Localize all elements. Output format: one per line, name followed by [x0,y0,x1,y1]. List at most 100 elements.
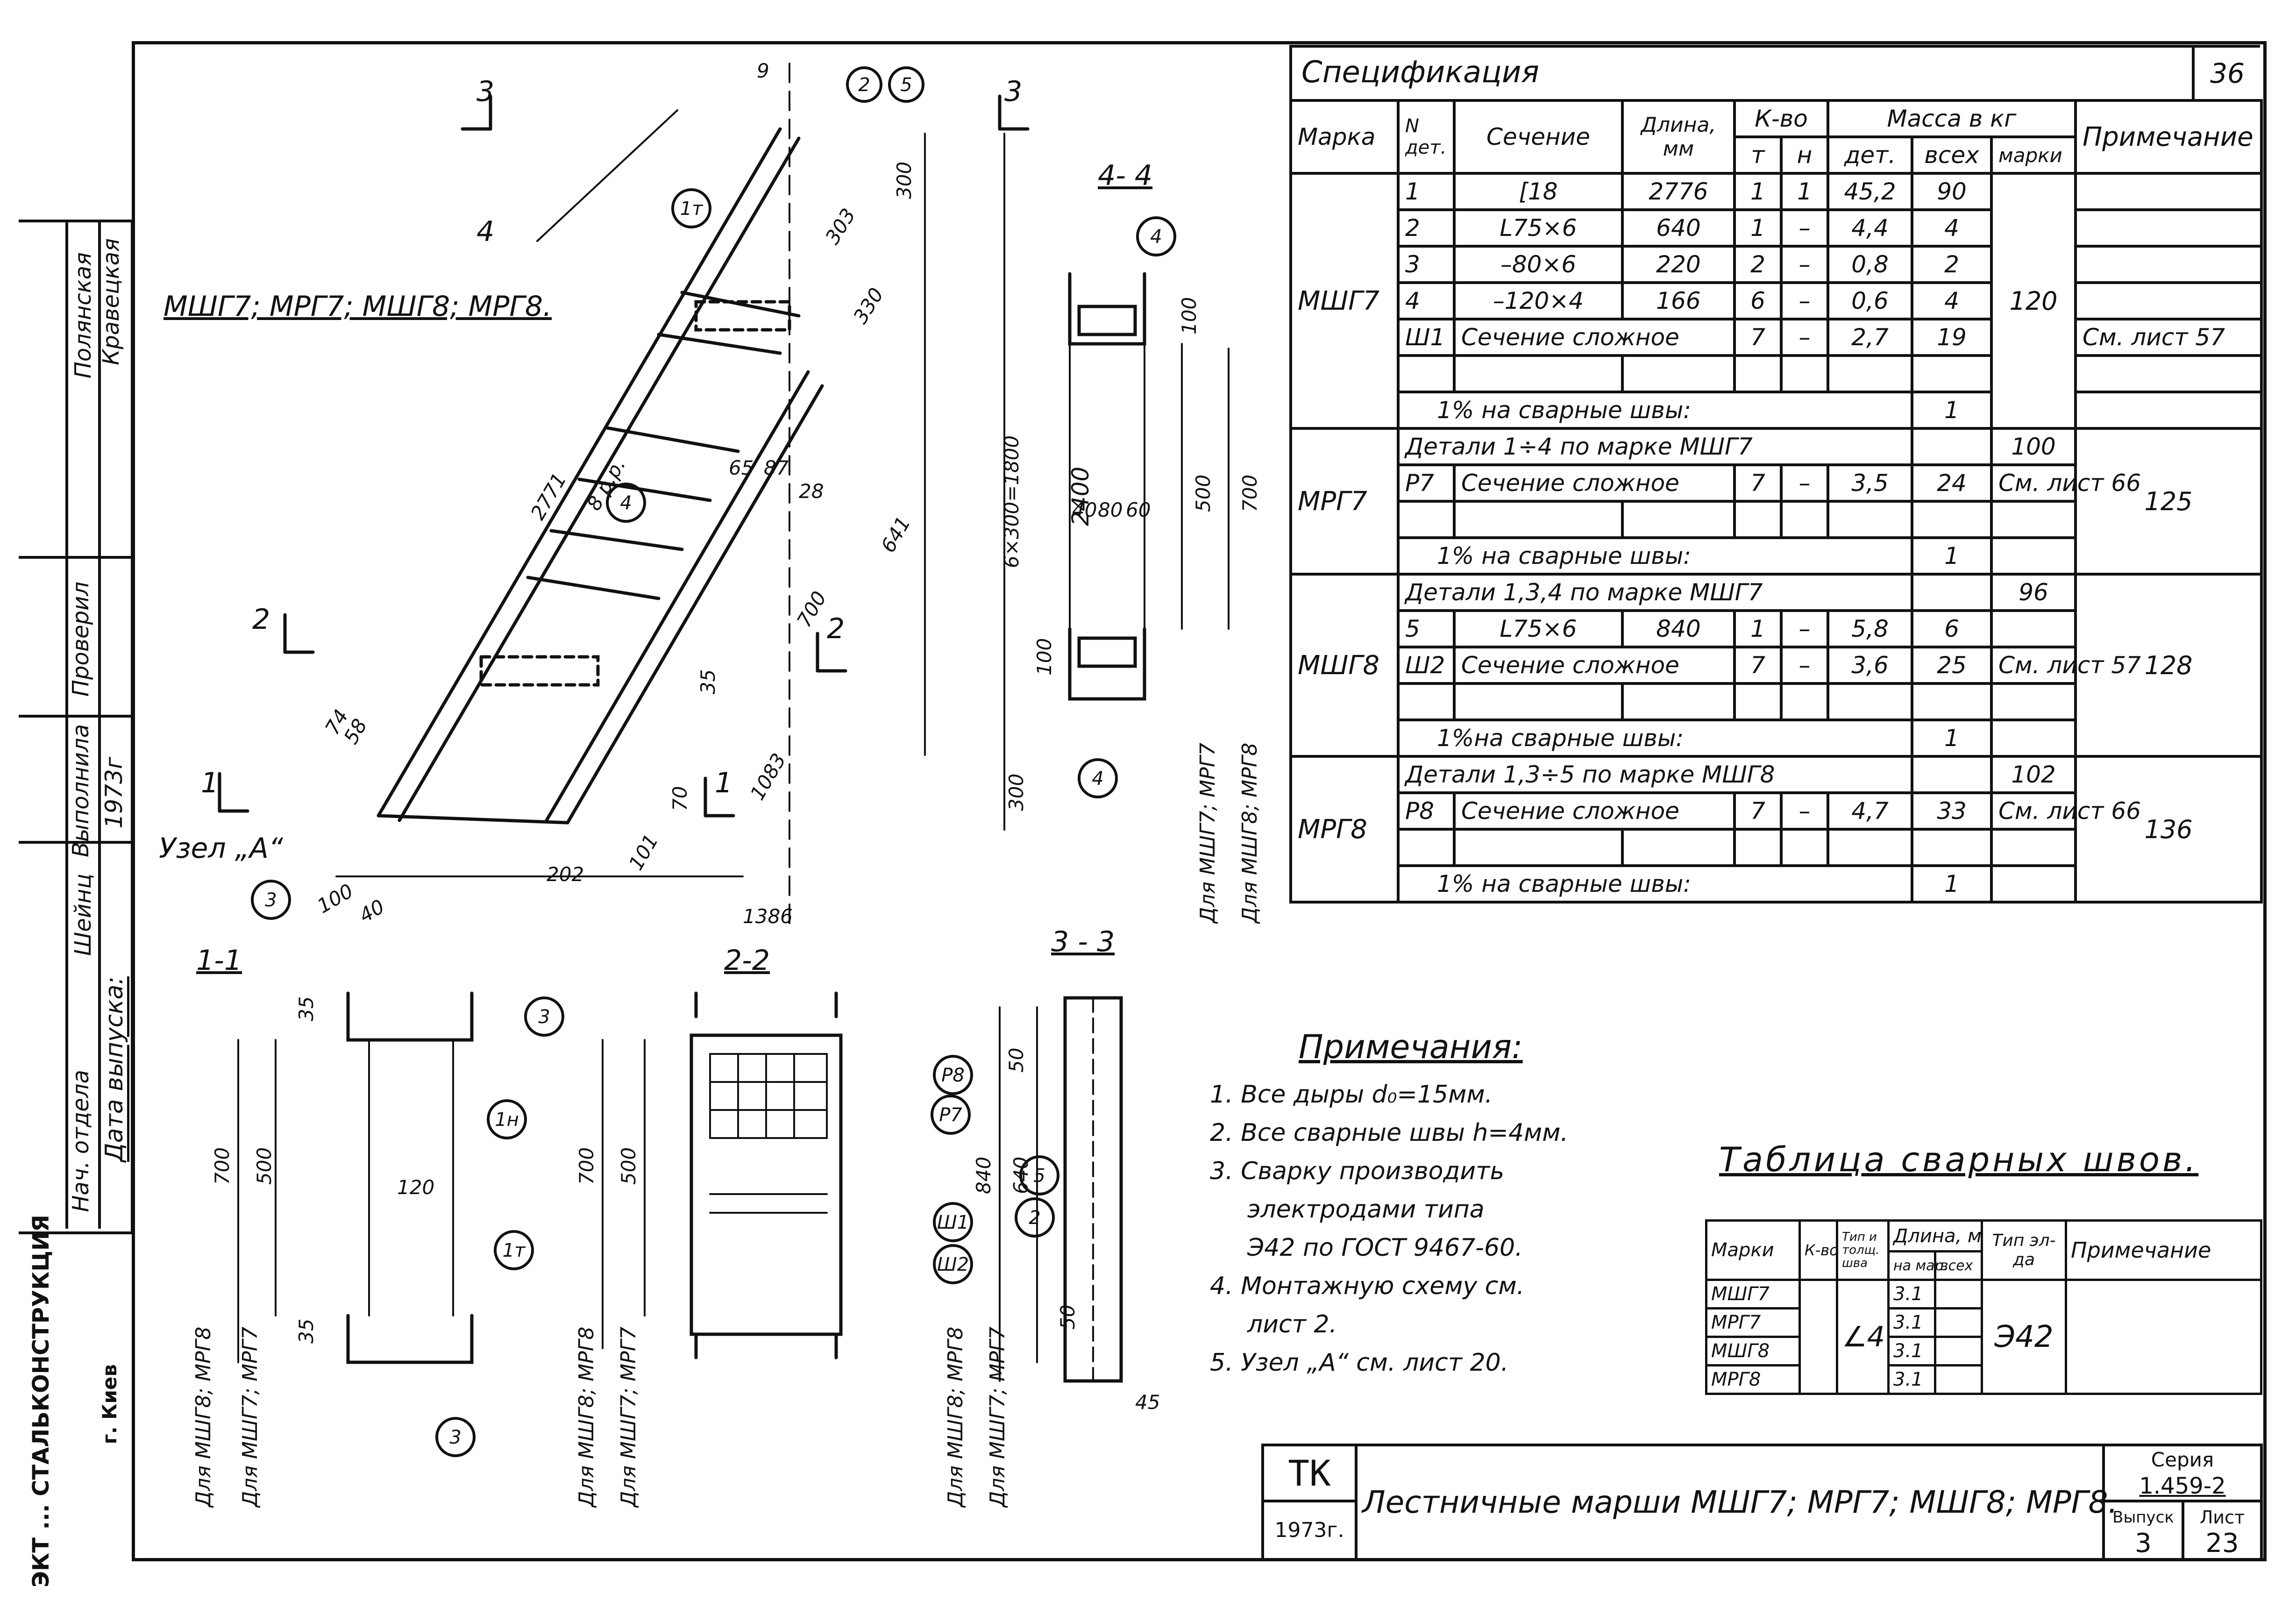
side-label-11a: Для МШГ8; МРГ8 [192,1327,215,1508]
spec-note [1990,609,2077,648]
spec-empty [1621,682,1736,721]
dim33-640: 640 [1009,1157,1032,1194]
spec-table: Марка N дет. Сечение Длина, мм К-во Масс… [1289,99,2263,904]
spec-note [2074,172,2263,211]
spec-weld-mass: 1 [1911,719,1993,758]
spec-details-text: Детали 1,3,4 по марке МШГ7 [1396,573,1914,612]
dim44-80: 80 [1098,498,1123,521]
spec-det-no: 1 [1397,172,1456,211]
callout-1t-11: 1т [503,1240,526,1261]
dim44-100: 100 [1178,297,1201,334]
dim11-500: 500 [253,1147,276,1185]
side-label-11b: Для МШГ7; МРГ7 [238,1327,262,1508]
spec-title: Спецификация [1301,55,1539,90]
callout-4: 4 [620,492,632,514]
spec-weld-text: 1%на сварные швы: [1396,719,1914,758]
spec-qty-n: – [1779,245,1830,284]
dim-35: 35 [697,669,719,694]
spec-section: L75×6 [1453,208,1624,248]
spec-empty [1397,828,1456,867]
callout-1t: 1т [680,198,704,220]
spec-empty [1453,354,1624,393]
spec-note-empty [1990,682,2077,721]
spec-det-no: Р8 [1397,791,1456,831]
dim11-35b: 35 [295,1319,318,1344]
spec-qty-n: – [1779,463,1830,503]
spec-section: –120×4 [1453,281,1624,320]
spec-qty-n: – [1779,318,1830,357]
weld-row-mark: МРГ7 [1705,1307,1801,1338]
callout-3: 3 [265,889,277,911]
spec-empty [1827,500,1914,539]
dim-202: 202 [547,863,584,886]
dim22-700: 700 [575,1147,598,1185]
spec-empty [1827,828,1914,867]
spec-empty [1397,682,1456,721]
stamp-city: г. Киев [98,1364,121,1444]
spec-h-section: Сечение [1453,99,1624,175]
spec-weld-mass: 1 [1911,391,1993,430]
spec-empty [1911,427,1993,466]
spec-mark: МРГ8 [1289,755,1400,904]
spec-mass-all: 24 [1911,463,1993,503]
callout-5: 5 [900,74,912,96]
side-label-44b: Для МШГ8; МРГ8 [1238,743,1262,924]
spec-qty-t: 7 [1733,791,1783,831]
dim44-60: 60 [1126,498,1151,521]
spec-qty-n: – [1779,281,1830,320]
spec-qty-t: 1 [1733,609,1783,648]
spec-qty-n: – [1779,609,1830,648]
tb-title: Лестничные марши МШГ7; МРГ7; МШГ8; МРГ8. [1355,1444,2118,1561]
spec-mark: МШГ8 [1289,573,1400,758]
weld-h-el: Тип эл-да [1981,1219,2067,1281]
stamp-name-2: Полянская [70,252,96,379]
spec-length: 166 [1621,281,1736,320]
spec-empty [1779,682,1830,721]
spec-section: Сечение сложное [1453,791,1736,831]
spec-qty-t: 7 [1733,463,1783,503]
note-3: 3. Сварку производить [1210,1157,1505,1185]
notes-block: Примечания: 1. Все дыры d₀=15мм. 2. Все … [1210,1028,1568,1382]
callout-3-11: 3 [538,1006,550,1028]
side-label-22a: Для МШГ8; МРГ8 [575,1327,598,1508]
spec-empty [1911,354,1993,393]
spec-section: [18 [1453,172,1624,211]
spec-mass-det: 45,2 [1827,172,1914,211]
note-1: 1. Все дыры d₀=15мм. [1210,1081,1493,1109]
tb-sheet-label: Лист [2199,1507,2245,1528]
dim-1800: 6×300=1800 [1000,435,1023,568]
dim44-500: 500 [1192,475,1215,512]
note-2: 2. Все сварные швы h=4мм. [1210,1119,1569,1147]
spec-details-text: Детали 1,3÷5 по марке МШГ8 [1396,755,1914,794]
weld-table-title: Таблица сварных швов. [1719,1140,2199,1179]
spec-empty [1911,573,1993,612]
dim-2400: 2400 [1067,467,1094,526]
spec-empty [1733,354,1783,393]
weld-h-length: Длина, м [1887,1219,1983,1252]
spec-section: Сечение сложное [1453,646,1736,685]
spec-note-empty [2074,391,2263,430]
weld-h-type: Тип и толщ. шва [1836,1219,1890,1281]
spec-mark-mass: 125 [2074,427,2263,576]
stamp-name-3: Кравецкая [98,238,124,365]
spec-empty [1453,682,1624,721]
spec-section: L75×6 [1453,609,1624,648]
spec-mass-det: 3,5 [1827,463,1914,503]
stair-drawing: 2 5 1т 4 4 4 3 3 1н 1т 3 Р8 Р7 Ш1 Ш2 5 2… [159,59,1262,1508]
dim-65: 65 [729,456,753,479]
spec-qty-n: – [1779,646,1830,685]
dim-1386: 1386 [743,905,793,928]
spec-mark-mass: 120 [1990,172,2077,430]
dim-1083: 1083 [746,749,790,804]
spec-qty-t: 7 [1733,318,1783,357]
weld-row-mark: МШГ8 [1705,1336,1801,1366]
section-22-title: 2-2 [724,944,770,977]
spec-note-empty [2074,354,2263,393]
spec-mass-all: 2 [1911,245,1993,284]
cut-2-left: 2 [252,603,270,636]
spec-empty [1397,354,1456,393]
spec-note-empty [1990,500,2077,539]
spec-qty-t: 6 [1733,281,1783,320]
spec-length: 2776 [1621,172,1736,211]
spec-empty [1779,354,1830,393]
